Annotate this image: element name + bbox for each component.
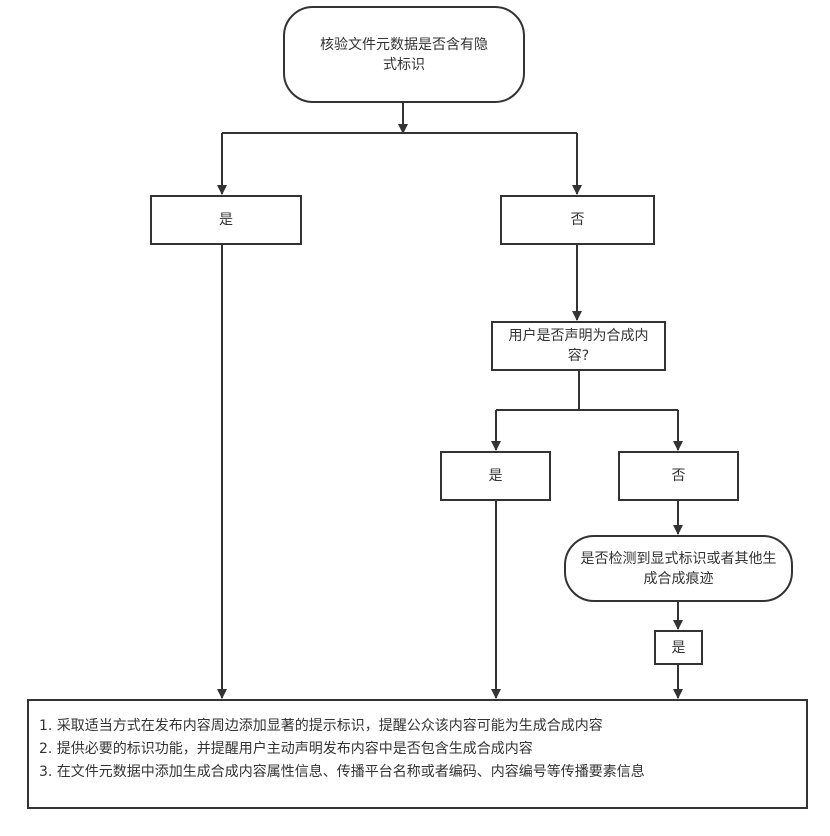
no-node-1-label: 否 (570, 212, 585, 228)
no-node-2-label: 否 (671, 468, 686, 484)
detect-node-label: 是否检测到显式标识或者其他生成合成痕迹 (580, 550, 777, 587)
yes-node-1: 是 (150, 195, 302, 245)
start-node-label: 核验文件元数据是否含有隐式标识 (320, 36, 488, 73)
yes-node-2: 是 (440, 451, 551, 501)
action-item: 3. 在文件元数据中添加生成合成内容属性信息、传播平台名称或者编码、内容编号等传… (39, 764, 645, 780)
detect-node: 是否检测到显式标识或者其他生成合成痕迹 (564, 535, 793, 602)
yes-node-1-label: 是 (219, 212, 233, 228)
declare-node-label: 用户是否声明为合成内容? (508, 328, 649, 364)
actions-box: 1. 采取适当方式在发布内容周边添加显著的提示标识，提醒公众该内容可能为生成合成… (27, 699, 808, 809)
action-item: 2. 提供必要的标识功能，并提醒用户主动声明发布内容中是否包含生成合成内容 (39, 741, 533, 757)
declare-node: 用户是否声明为合成内容? (491, 321, 666, 371)
yes-node-3-label: 是 (671, 639, 686, 656)
start-node: 核验文件元数据是否含有隐式标识 (283, 6, 525, 103)
action-item: 1. 采取适当方式在发布内容周边添加显著的提示标识，提醒公众该内容可能为生成合成… (39, 718, 603, 734)
yes-node-3: 是 (654, 630, 703, 665)
yes-node-2-label: 是 (488, 468, 503, 484)
no-node-1: 否 (500, 195, 655, 245)
no-node-2: 否 (618, 451, 739, 501)
